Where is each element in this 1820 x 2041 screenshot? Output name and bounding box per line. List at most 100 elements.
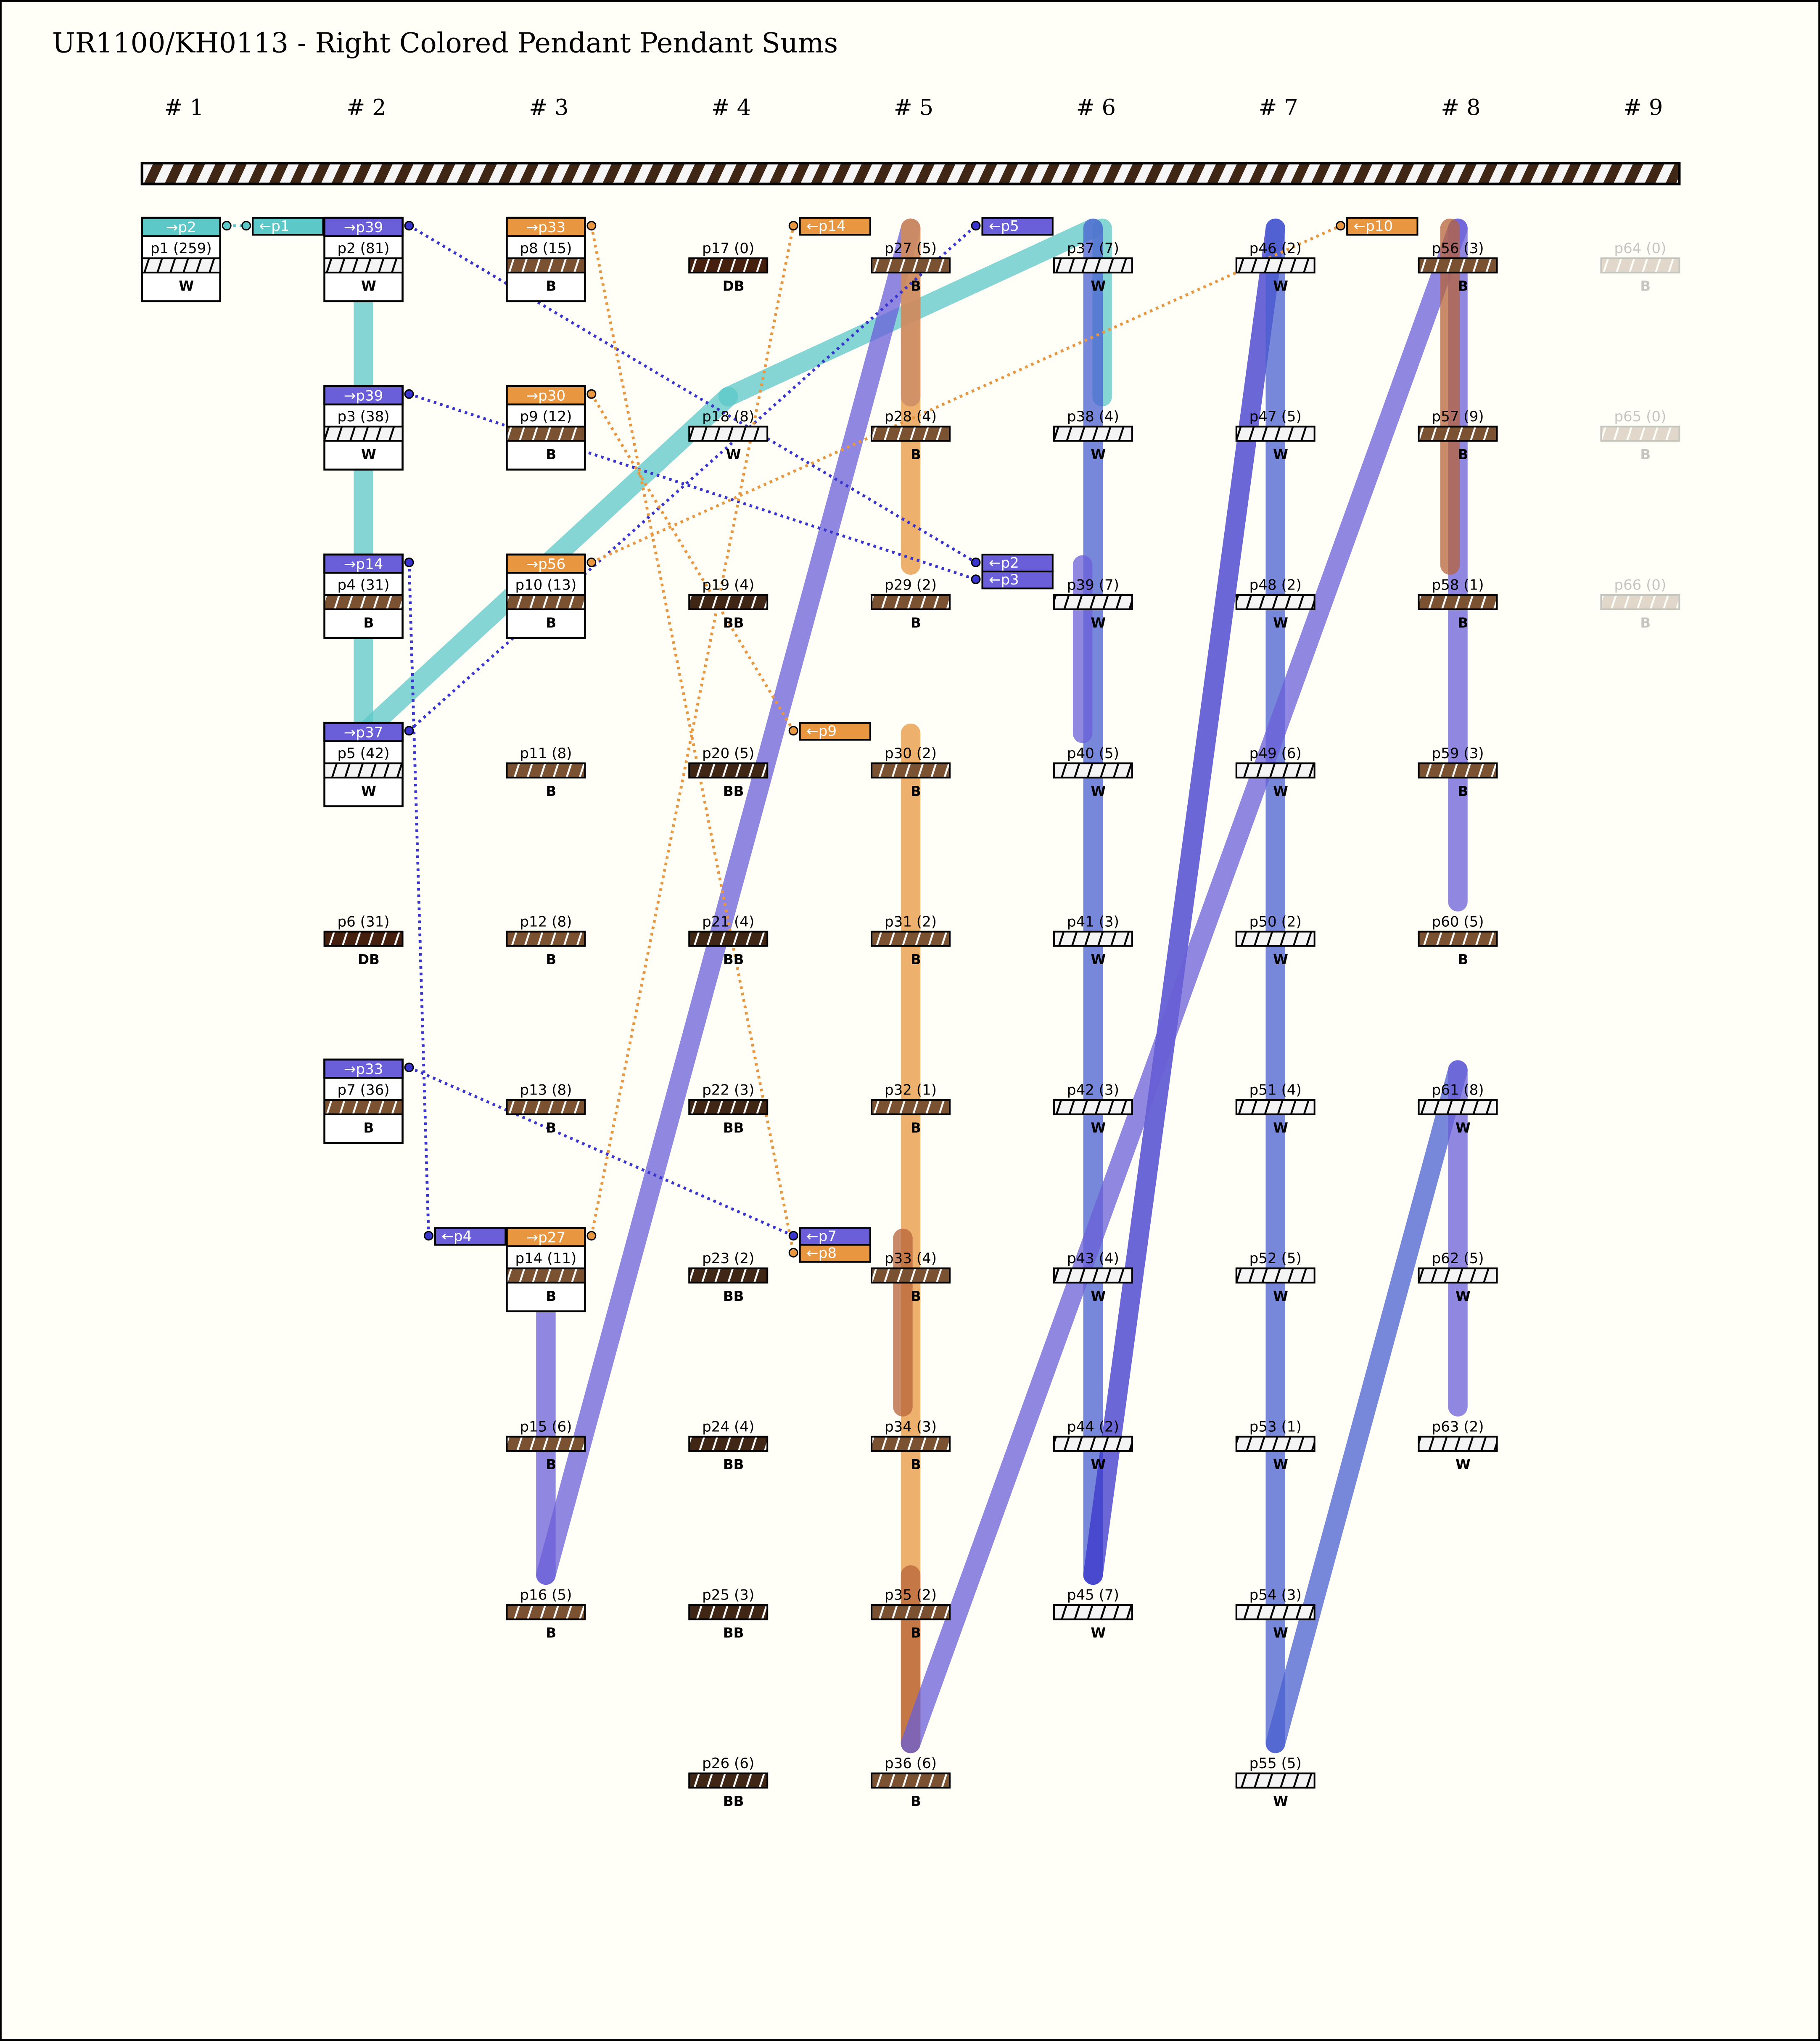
color-band bbox=[1053, 1604, 1133, 1621]
pendant-p28[interactable]: p28 (4)B bbox=[871, 408, 951, 463]
pendant-p65[interactable]: p65 (0)B bbox=[1600, 408, 1680, 463]
color-code: W bbox=[1091, 278, 1106, 294]
color-band bbox=[688, 1604, 769, 1621]
color-band bbox=[1418, 931, 1498, 947]
color-code: W bbox=[1273, 278, 1288, 294]
color-code: B bbox=[911, 1288, 921, 1304]
pendant-p53[interactable]: p53 (1)W bbox=[1235, 1418, 1315, 1473]
pendant-p63[interactable]: p63 (2)W bbox=[1418, 1418, 1498, 1473]
pendant-p40[interactable]: p40 (5)W bbox=[1053, 745, 1133, 799]
pendant-label: p25 (3) bbox=[702, 1587, 754, 1604]
pendant-p32[interactable]: p32 (1)B bbox=[871, 1082, 951, 1136]
color-band bbox=[1235, 426, 1315, 442]
color-band bbox=[871, 1436, 951, 1452]
pendant-p11[interactable]: p11 (8)B bbox=[506, 745, 586, 799]
pendant-p17[interactable]: p17 (0)DB bbox=[688, 240, 769, 294]
color-code: B bbox=[1458, 783, 1469, 799]
color-band bbox=[871, 762, 951, 779]
pendant-p50[interactable]: p50 (2)W bbox=[1235, 913, 1315, 968]
pendant-p62[interactable]: p62 (5)W bbox=[1418, 1250, 1498, 1304]
pendant-label: p11 (8) bbox=[520, 745, 572, 762]
pendant-p31[interactable]: p31 (2)B bbox=[871, 913, 951, 968]
color-band bbox=[1235, 1772, 1315, 1789]
pendant-p19[interactable]: p19 (4)BB bbox=[688, 577, 769, 631]
pendant-p45[interactable]: p45 (7)W bbox=[1053, 1587, 1133, 1641]
pendant-p58[interactable]: p58 (1)B bbox=[1418, 577, 1498, 631]
pendant-p15[interactable]: p15 (6)B bbox=[506, 1418, 586, 1473]
pendant-p55[interactable]: p55 (5)W bbox=[1235, 1755, 1315, 1809]
color-band bbox=[1235, 762, 1315, 779]
in-tag bbox=[1346, 217, 1418, 236]
color-code: W bbox=[1091, 783, 1106, 799]
pendant-p64[interactable]: p64 (0)B bbox=[1600, 240, 1680, 294]
link-dot-icon bbox=[404, 389, 414, 399]
color-code: B bbox=[911, 1625, 921, 1641]
pendant-p12[interactable]: p12 (8)B bbox=[506, 913, 586, 968]
color-code: B bbox=[546, 1288, 556, 1304]
pendant-label: p62 (5) bbox=[1432, 1250, 1484, 1267]
pendant-p51[interactable]: p51 (4)W bbox=[1235, 1082, 1315, 1136]
pendant-p46[interactable]: p46 (2)W bbox=[1235, 240, 1315, 294]
pendant-p47[interactable]: p47 (5)W bbox=[1235, 408, 1315, 463]
out-tag-label: →p30 bbox=[526, 388, 566, 404]
pendant-p21[interactable]: p21 (4)BB bbox=[688, 913, 769, 968]
pendant-p48[interactable]: p48 (2)W bbox=[1235, 577, 1315, 631]
cord-number: # 1 bbox=[164, 95, 203, 120]
pendant-p43[interactable]: p43 (4)W bbox=[1053, 1250, 1133, 1304]
pendant-p38[interactable]: p38 (4)W bbox=[1053, 408, 1133, 463]
pendant-p52[interactable]: p52 (5)W bbox=[1235, 1250, 1315, 1304]
color-band bbox=[1235, 931, 1315, 947]
pendant-p66[interactable]: p66 (0)B bbox=[1600, 577, 1680, 631]
pendant-p61[interactable]: p61 (8)W bbox=[1418, 1082, 1498, 1136]
pendant-p25[interactable]: p25 (3)BB bbox=[688, 1587, 769, 1641]
pendant-p23[interactable]: p23 (2)BB bbox=[688, 1250, 769, 1304]
color-band bbox=[323, 931, 404, 947]
pendant-p36[interactable]: p36 (6)B bbox=[871, 1755, 951, 1809]
color-code: W bbox=[726, 447, 741, 463]
color-band bbox=[1418, 762, 1498, 779]
cord-number: # 7 bbox=[1258, 95, 1298, 120]
pendant-p26[interactable]: p26 (6)BB bbox=[688, 1755, 769, 1809]
pendant-p54[interactable]: p54 (3)W bbox=[1235, 1587, 1315, 1641]
pendant-p60[interactable]: p60 (5)B bbox=[1418, 913, 1498, 968]
pendant-p42[interactable]: p42 (3)W bbox=[1053, 1082, 1133, 1136]
pendant-p20[interactable]: p20 (5)BB bbox=[688, 745, 769, 799]
pendant-p57[interactable]: p57 (9)B bbox=[1418, 408, 1498, 463]
pendant-p34[interactable]: p34 (3)B bbox=[871, 1418, 951, 1473]
pendant-p13[interactable]: p13 (8)B bbox=[506, 1082, 586, 1136]
pendant-label: p15 (6) bbox=[520, 1418, 572, 1435]
pendant-p16[interactable]: p16 (5)B bbox=[506, 1587, 586, 1641]
pendant-p6[interactable]: p6 (31)DB bbox=[323, 913, 404, 968]
pendant-p44[interactable]: p44 (2)W bbox=[1053, 1418, 1133, 1473]
dotted-link bbox=[590, 225, 795, 1236]
pendant-p18[interactable]: p18 (8)W bbox=[688, 408, 769, 463]
pendant-p49[interactable]: p49 (6)W bbox=[1235, 745, 1315, 799]
in-tag-label: ←p1 bbox=[259, 218, 290, 235]
pendant-p59[interactable]: p59 (3)B bbox=[1418, 745, 1498, 799]
pendant-p35[interactable]: p35 (2)B bbox=[871, 1587, 951, 1641]
in-tag-label: ←p9 bbox=[806, 723, 837, 740]
pendant-p41[interactable]: p41 (3)W bbox=[1053, 913, 1133, 968]
pendant-p29[interactable]: p29 (2)B bbox=[871, 577, 951, 631]
pendant-p24[interactable]: p24 (4)BB bbox=[688, 1418, 769, 1473]
out-tag bbox=[141, 217, 222, 237]
color-band bbox=[323, 594, 404, 611]
pendant-p22[interactable]: p22 (3)BB bbox=[688, 1082, 769, 1136]
link-dot-icon bbox=[404, 1063, 414, 1073]
